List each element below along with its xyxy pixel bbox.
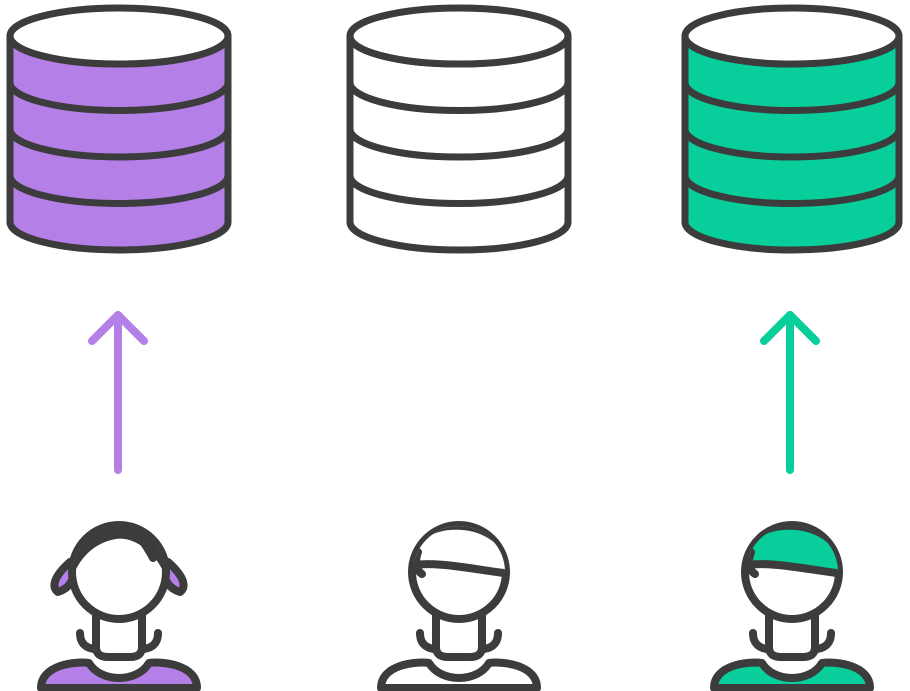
green-user-collar-right (813, 629, 835, 653)
purple-database-divider (6, 125, 232, 161)
purple-write-arrow-head (88, 311, 148, 345)
green-database-body (681, 32, 903, 254)
green-user-torso (710, 658, 874, 691)
white-database-divider (346, 172, 572, 207)
green-user-collar-left (749, 629, 771, 653)
green-database-top-lid (681, 4, 903, 68)
purple-user[interactable] (37, 521, 201, 691)
purple-user-collar-right (140, 629, 162, 653)
green-user-hair-sideburn (746, 548, 759, 578)
green-write-arrow[interactable] (760, 311, 820, 474)
white-database-body (346, 32, 572, 254)
purple-database[interactable] (6, 4, 232, 254)
white-user-torso (377, 658, 541, 691)
green-user-hair (746, 526, 838, 578)
green-write-arrow-head (760, 311, 820, 345)
green-user[interactable] (710, 521, 874, 691)
purple-database-divider (6, 79, 232, 114)
white-user-hair-cap (413, 526, 505, 578)
purple-write-arrow[interactable] (88, 311, 148, 474)
green-database[interactable] (681, 4, 903, 254)
white-user-hair-sideburn (413, 548, 426, 578)
green-database-divider (681, 172, 903, 207)
purple-user-head (68, 521, 170, 623)
purple-database-divider (6, 172, 232, 207)
green-database-divider (681, 79, 903, 114)
green-user-hair-cap (746, 526, 838, 578)
white-database[interactable] (346, 4, 572, 254)
white-database-divider (346, 79, 572, 114)
white-user-hair (413, 526, 505, 578)
white-user-collar-right (480, 629, 502, 653)
white-user-collar-left (416, 629, 438, 653)
purple-database-top-lid (6, 4, 232, 68)
purple-user-collar-left (76, 629, 98, 653)
white-user[interactable] (377, 521, 541, 691)
purple-user-torso (37, 658, 201, 691)
white-database-top-lid (346, 4, 572, 68)
white-database-divider (346, 125, 572, 161)
green-database-divider (681, 125, 903, 161)
purple-database-body (6, 32, 232, 254)
